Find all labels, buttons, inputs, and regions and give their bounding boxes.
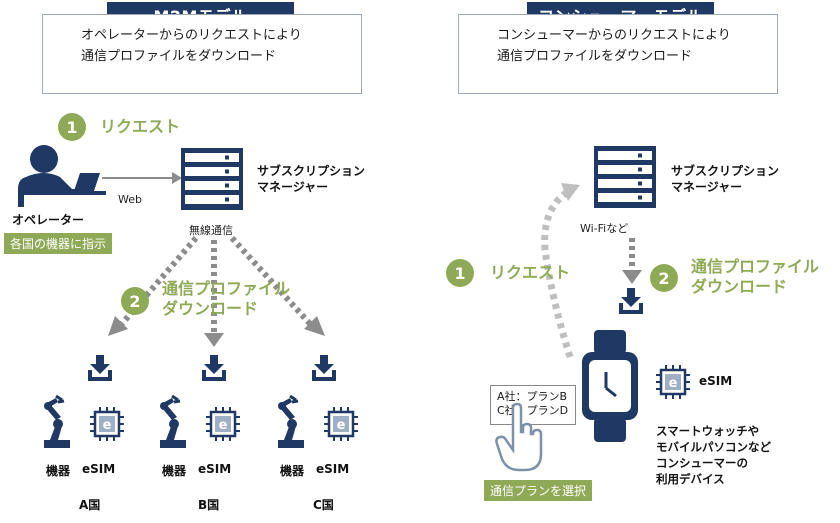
consumer-step2-label: 通信プロファイル ダウンロード [691,257,819,297]
device-desc-line3: コンシューマーの [656,456,748,470]
m2m-step1-circle: 1 [58,113,86,141]
esim-label: eSIM [198,462,232,476]
wireless-label: 無線通信 [189,224,233,237]
m2m-step2-line2: ダウンロード [162,299,259,318]
country-label: A国 [79,498,101,512]
m2m-step2-label: 通信プロファイル ダウンロード [162,279,290,319]
consumer-step1-circle: 1 [446,259,474,287]
consumer-esim-label: eSIM [699,374,733,388]
m2m-sm-label-line1: サブスクリプション [257,164,366,178]
operator-tag: 各国の機器に指示 [4,233,113,254]
plan-option-1[interactable]: A社：プランB [497,390,568,403]
country-label: C国 [313,498,334,512]
consumer-esim-chip-icon [654,363,692,401]
device-label: 機器 [46,464,71,478]
smartwatch-icon [582,330,638,442]
consumer-description-box: コンシューマーからのリクエストにより 通信プロファイルをダウンロード [458,14,778,94]
operator-icon [18,145,106,207]
m2m-description-box: オペレーターからのリクエストにより 通信プロファイルをダウンロード [42,14,362,94]
consumer-desc-line2: 通信プロファイルをダウンロード [497,49,693,64]
consumer-desc-line1: コンシューマーからのリクエストにより [497,28,731,43]
m2m-step2-circle: 2 [121,287,149,315]
device-label: 機器 [280,464,305,478]
esim-label: eSIM [316,462,350,476]
device-desc-line1: スマートウォッチや [656,424,760,438]
m2m-desc-line2: 通信プロファイルをダウンロード [81,49,277,64]
device-desc-line4: 利用デバイス [656,472,725,486]
m2m-desc-line1: オペレーターからのリクエストにより [81,28,302,43]
m2m-step1-label: リクエスト [100,117,181,136]
consumer-step2-circle: 2 [650,264,678,292]
m2m-sm-label: サブスクリプション マネージャー [257,163,365,195]
web-arrow [102,172,182,184]
esim-label: eSIM [82,462,116,476]
m2m-sm-label-line2: マネージャー [257,180,329,194]
consumer-step2-line1: 通信プロファイル [691,257,820,276]
m2m-step2-line1: 通信プロファイル [162,279,291,298]
device-label: 機器 [162,464,187,478]
device-desc-line2: モバイルパソコンなど [656,440,771,454]
wifi-label: Wi-Fiなど [580,222,629,235]
hand-pointer-icon [495,402,543,472]
consumer-sm-label-line1: サブスクリプション [671,164,780,178]
select-plan-tag: 通信プランを選択 [484,480,593,501]
consumer-device-description: スマートウォッチや モバイルパソコンなど コンシューマーの 利用デバイス [656,423,771,487]
consumer-sm-label-line2: マネージャー [671,180,743,194]
consumer-download-icon [619,288,643,314]
consumer-step2-line2: ダウンロード [691,277,788,296]
consumer-sm-label: サブスクリプション マネージャー [671,163,779,195]
consumer-step1-label: リクエスト [490,263,571,282]
web-label: Web [118,193,142,206]
operator-label: オペレーター [12,213,85,227]
country-label: B国 [198,498,220,512]
